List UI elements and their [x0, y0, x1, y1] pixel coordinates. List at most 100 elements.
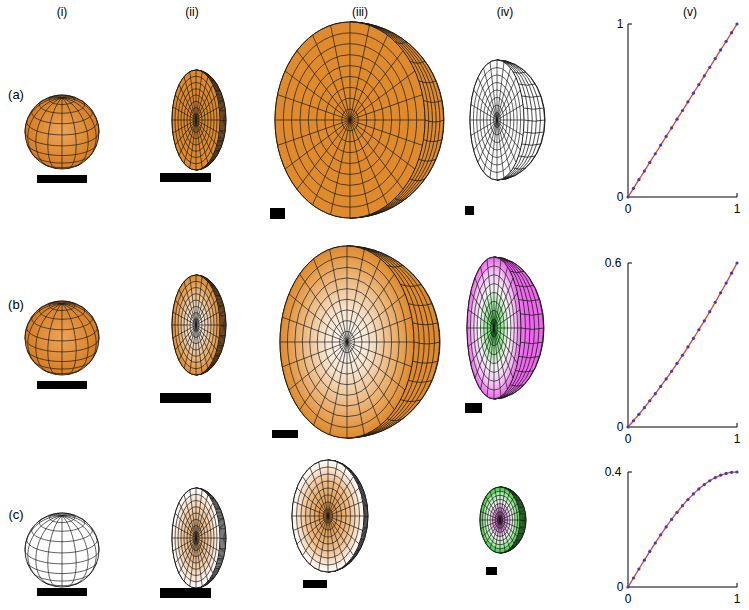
face-spoke: [350, 71, 415, 120]
parallel-line: [419, 159, 436, 161]
numeric-point: [725, 472, 728, 475]
longitude-line: [62, 98, 96, 158]
numeric-point: [692, 492, 695, 495]
ellipsoid-surface: [467, 257, 544, 399]
axis-tick-label: 1: [734, 592, 741, 606]
parallel-line: [210, 160, 214, 161]
numeric-point: [648, 399, 651, 402]
face-spoke: [196, 513, 217, 538]
face-spoke: [347, 246, 348, 342]
face-spoke: [293, 502, 328, 516]
numeric-point: [654, 541, 657, 544]
parallel-line: [215, 355, 220, 356]
longitude-line: [28, 98, 62, 158]
face-spoke: [196, 120, 197, 170]
numeric-point: [719, 291, 722, 294]
face-spoke: [347, 249, 364, 342]
numeric-point: [643, 406, 646, 409]
face-spoke: [196, 325, 197, 375]
parallel-line: [516, 285, 534, 286]
analytic-curve: [628, 24, 737, 197]
face-spoke: [289, 342, 347, 390]
axis-line: [628, 472, 737, 587]
scale-bar: [37, 175, 87, 183]
face-spoke: [196, 538, 202, 586]
analytic-curve: [628, 472, 737, 587]
scale-bar: [465, 206, 474, 215]
face-spoke: [350, 120, 425, 121]
parallel-line: [220, 528, 226, 529]
parallel-line: [220, 538, 226, 539]
line-plot: [626, 261, 738, 428]
numeric-point: [730, 272, 733, 275]
numeric-point: [686, 345, 689, 348]
face-spoke: [297, 120, 350, 189]
face-spoke: [184, 495, 196, 538]
face-spoke: [300, 274, 347, 342]
parallel-line: [520, 520, 526, 522]
axis-tick-label: 0.6: [605, 256, 622, 270]
numeric-point: [681, 354, 684, 357]
face-spoke: [468, 310, 494, 328]
face-spoke: [173, 538, 196, 551]
face-spoke: [328, 516, 363, 530]
face-spoke: [196, 325, 202, 373]
parallel-line: [220, 120, 226, 121]
axis-tick-label: 0: [625, 432, 632, 446]
parallel-line: [218, 140, 223, 141]
parallel-line: [522, 96, 541, 97]
face-spoke: [347, 342, 394, 410]
face-spoke: [347, 342, 364, 435]
face-spoke: [487, 328, 494, 397]
face-spoke: [196, 120, 220, 121]
numeric-point: [725, 40, 728, 43]
face-spoke: [196, 120, 208, 163]
longitude-line: [62, 98, 88, 167]
column-label: (i): [57, 5, 68, 19]
face-spoke: [347, 317, 412, 342]
face-spoke: [190, 277, 196, 325]
numeric-point: [654, 152, 657, 155]
face-spoke: [196, 538, 220, 539]
face-spoke: [196, 325, 220, 326]
face-spoke: [310, 468, 328, 516]
cut-face: [172, 488, 220, 588]
face-spoke: [471, 328, 494, 364]
parallel-line: [520, 314, 543, 315]
face-spoke: [494, 293, 517, 329]
numeric-point: [708, 479, 711, 482]
numeric-point: [697, 83, 700, 86]
face-spoke: [470, 120, 497, 121]
longitude-line: [62, 303, 86, 310]
face-spoke: [184, 282, 196, 325]
numeric-point: [708, 66, 711, 69]
parallel-line: [395, 198, 406, 200]
face-spoke: [173, 325, 196, 338]
row-label: (c): [8, 508, 23, 522]
sphere-mesh: [25, 513, 99, 587]
numeric-point: [659, 385, 662, 388]
numeric-point: [681, 109, 684, 112]
numeric-point: [626, 585, 629, 588]
longitude-line: [62, 516, 88, 585]
face-spoke: [350, 120, 388, 205]
face-spoke: [497, 120, 524, 121]
axis-tick-label: 0: [617, 190, 624, 204]
parallel-line: [520, 342, 543, 343]
scale-bar: [160, 588, 211, 598]
longitude-line: [62, 514, 75, 515]
face-spoke: [328, 502, 363, 516]
numeric-point: [714, 57, 717, 60]
column-label: (v): [683, 5, 697, 19]
axis-tick-label: 1: [617, 17, 624, 31]
face-spoke: [350, 25, 369, 120]
parallel-line: [519, 356, 540, 357]
row-label: (a): [8, 88, 24, 102]
numeric-point: [735, 470, 738, 473]
face-spoke: [350, 120, 415, 169]
parallel-line: [523, 132, 544, 133]
parallel-line: [215, 568, 220, 569]
cut-ellipsoid: [467, 257, 544, 399]
face-spoke: [172, 538, 196, 539]
face-spoke: [484, 68, 498, 120]
